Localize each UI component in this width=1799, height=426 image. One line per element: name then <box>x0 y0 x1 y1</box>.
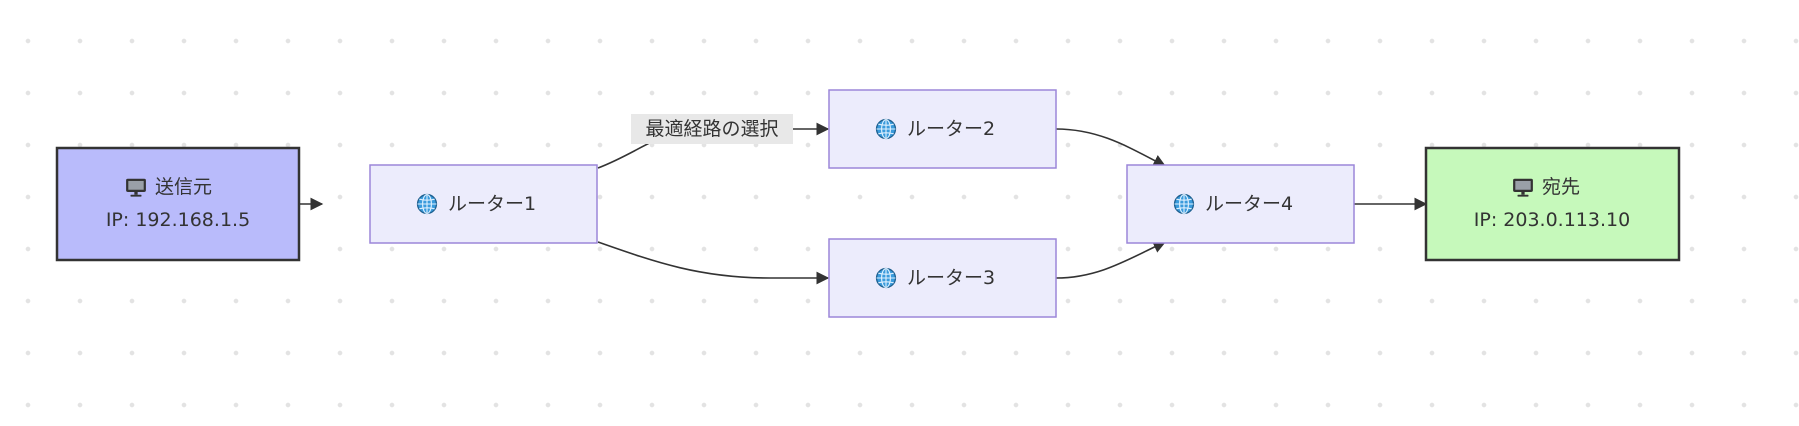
node-router3-box <box>828 238 1057 318</box>
node-destination[interactable]: 宛先 IP: 203.0.113.10 <box>1424 146 1681 262</box>
node-router1-box <box>369 164 598 244</box>
node-router2[interactable]: ルーター2 <box>828 89 1057 169</box>
globe-icon <box>875 118 897 140</box>
node-source-box <box>55 146 301 262</box>
globe-icon <box>1173 193 1195 215</box>
node-router1[interactable]: ルーター1 <box>369 164 598 244</box>
globe-icon <box>416 193 438 215</box>
node-destination-ip: IP: 203.0.113.10 <box>1474 209 1630 231</box>
globe-icon <box>875 267 897 289</box>
node-destination-title: 宛先 <box>1542 176 1580 198</box>
node-router2-title: ルーター2 <box>907 118 995 140</box>
node-router2-box <box>828 89 1057 169</box>
node-source-ip: IP: 192.168.1.5 <box>106 209 250 231</box>
edge-label-text: 最適経路の選択 <box>645 118 778 140</box>
node-router1-title: ルーター1 <box>448 193 536 215</box>
node-source[interactable]: 送信元 IP: 192.168.1.5 <box>55 146 301 262</box>
edge-label-router1-router2: 最適経路の選択 <box>631 114 793 144</box>
node-router4-box <box>1126 164 1355 244</box>
edge-router1-router3 <box>597 241 830 285</box>
edge-router3-router4 <box>1055 240 1167 279</box>
edge-router2-router4 <box>1055 128 1167 167</box>
node-router4-title: ルーター4 <box>1205 193 1293 215</box>
node-destination-box <box>1424 146 1681 262</box>
node-router3-title: ルーター3 <box>907 267 995 289</box>
node-router4[interactable]: ルーター4 <box>1126 164 1355 244</box>
node-source-title: 送信元 <box>155 176 212 198</box>
node-router3[interactable]: ルーター3 <box>828 238 1057 318</box>
edge-label-background <box>631 114 793 144</box>
